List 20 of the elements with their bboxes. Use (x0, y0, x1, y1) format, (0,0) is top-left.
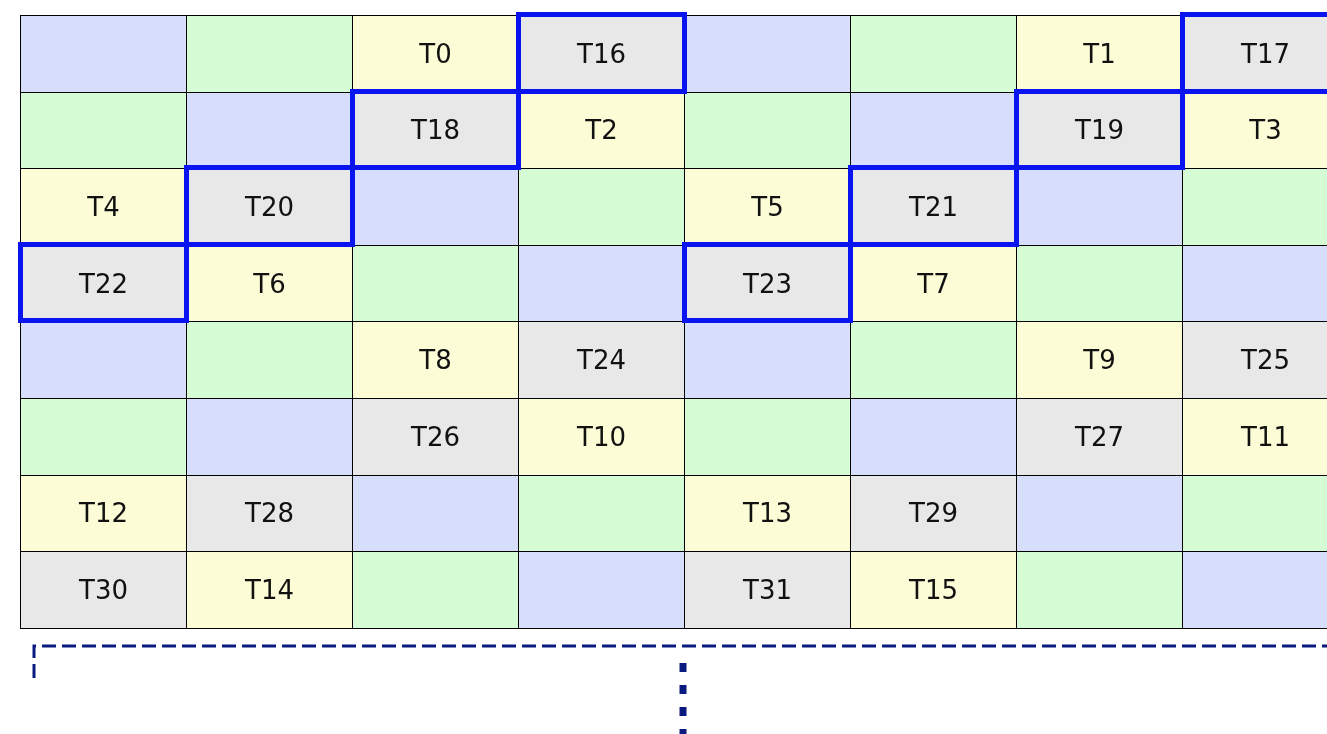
table-cell: T13 (684, 474, 851, 553)
table-cell: T6 (186, 244, 353, 323)
table-cell: T3 (1182, 91, 1327, 170)
table-cell: T14 (186, 551, 353, 629)
table-cell: T7 (850, 244, 1017, 323)
table-cell: T31 (684, 551, 851, 629)
table-cell: T2 (518, 91, 685, 170)
table-cell: T27 (1016, 398, 1183, 476)
table-cell: T9 (1016, 321, 1183, 399)
table-cell: T8 (352, 321, 519, 399)
table-cell: T12 (20, 474, 187, 553)
table-cell: T25 (1182, 321, 1327, 399)
table-cell: T24 (518, 321, 685, 399)
table-cell: T11 (1182, 398, 1327, 476)
table-cell: T15 (850, 551, 1017, 629)
table-cell: T29 (850, 474, 1017, 553)
table-cell: T30 (20, 551, 187, 629)
table-cell: T10 (518, 398, 685, 476)
table-cell: T26 (352, 398, 519, 476)
table-cell: T28 (186, 474, 353, 553)
